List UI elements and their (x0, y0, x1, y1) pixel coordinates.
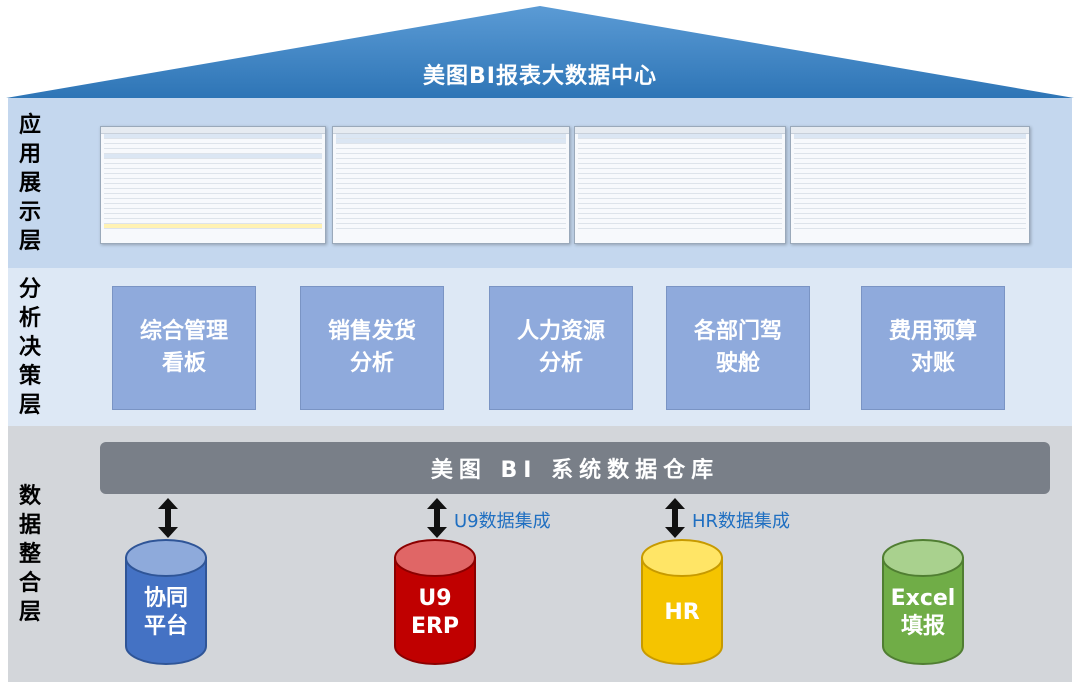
analysis-box-label: 费用预算 对账 (888, 319, 977, 376)
analysis-box-hr: 人力资源 分析 (489, 286, 633, 410)
analysis-box-cockpit: 各部门驾 驶舱 (666, 286, 810, 410)
report-screenshot-2 (332, 126, 570, 244)
double-arrow-icon (158, 498, 178, 538)
data-warehouse-bar: 美图 BI 系统数据仓库 (100, 442, 1050, 494)
data-layer-label-char: 合 (18, 570, 41, 596)
report-screenshot-1 (100, 126, 326, 244)
source-hr-label: HR (664, 600, 700, 625)
data-warehouse-title: 美图 BI 系统数据仓库 (430, 458, 720, 483)
analysis-box-label: 销售发货 分析 (327, 319, 416, 376)
data-layer-label-char: 数 (18, 483, 41, 509)
data-layer-label-char: 据 (18, 512, 41, 538)
database-cylinder-icon (641, 539, 723, 665)
roof-title: 美图BI报表大数据中心 (423, 64, 657, 89)
app-layer-label-char: 用 (18, 141, 41, 167)
analysis-layer-label-char: 策 (18, 363, 41, 389)
analysis-layer-label-char: 层 (18, 392, 41, 418)
database-cylinder-icon (125, 539, 207, 665)
double-arrow-icon (427, 498, 447, 538)
app-layer-label: 应 用 展 示 层 (8, 98, 52, 268)
u9-integration-label: U9数据集成 (454, 511, 551, 532)
analysis-layer-label-char: 决 (18, 334, 41, 360)
app-layer-label-char: 示 (18, 199, 41, 225)
analysis-box-label: 各部门驾 驶舱 (693, 319, 782, 376)
analysis-box-budget: 费用预算 对账 (861, 286, 1005, 410)
analysis-layer-label: 分 析 决 策 层 (8, 268, 52, 426)
analysis-box-label: 综合管理 看板 (139, 319, 228, 376)
analysis-layer-label-char: 析 (18, 305, 41, 331)
hr-integration-label: HR数据集成 (692, 511, 791, 532)
roof-shape (6, 6, 1074, 98)
data-layer-label-char: 整 (18, 541, 41, 567)
source-u9-erp-label: U9 ERP (410, 586, 460, 639)
analysis-layer-label-char: 分 (18, 276, 41, 302)
app-layer-label-char: 层 (18, 228, 41, 254)
database-cylinder-icon (882, 539, 964, 665)
source-collab-platform-label: 协同 平台 (143, 586, 188, 639)
analysis-box-dashboard: 综合管理 看板 (112, 286, 256, 410)
source-excel-label: Excel 填报 (890, 586, 956, 639)
app-layer-label-char: 应 (18, 112, 41, 138)
app-layer-label-char: 展 (18, 170, 41, 196)
analysis-box-label: 人力资源 分析 (516, 319, 605, 376)
report-screenshot-4 (790, 126, 1030, 244)
report-screenshot-3 (574, 126, 786, 244)
data-layer-label: 数 据 整 合 层 (8, 426, 52, 682)
data-layer-label-char: 层 (18, 599, 41, 625)
double-arrow-icon (665, 498, 685, 538)
analysis-box-sales: 销售发货 分析 (300, 286, 444, 410)
database-cylinder-icon (394, 539, 476, 665)
